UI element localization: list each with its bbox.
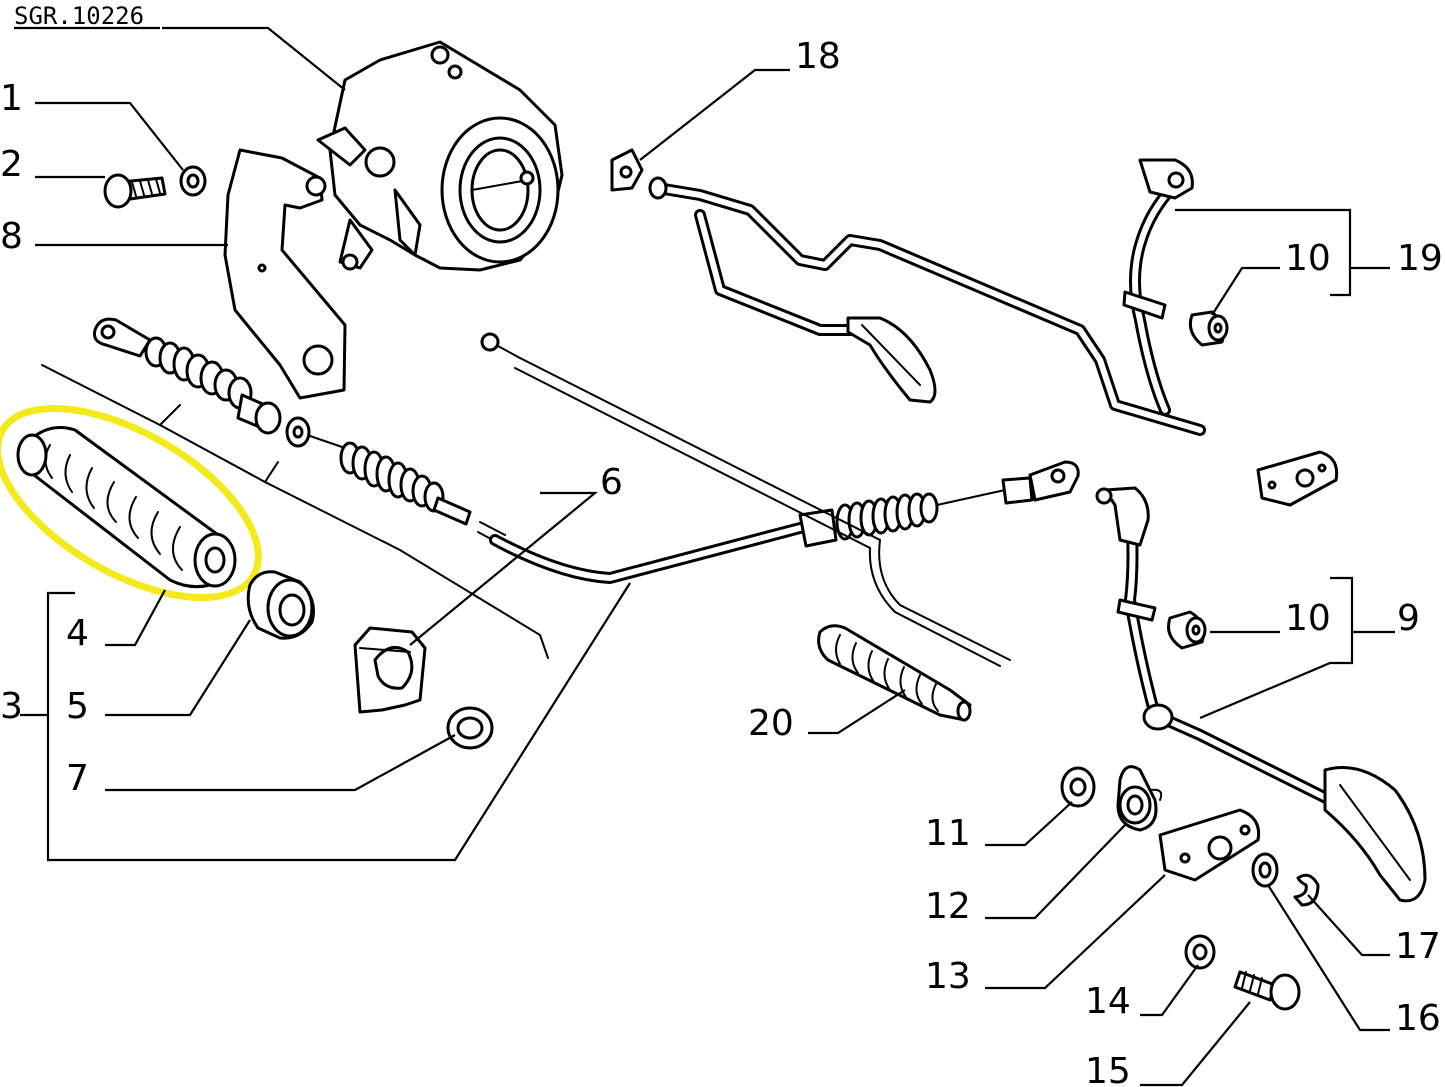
clip-part-6 <box>353 626 427 714</box>
washer-part-1 <box>179 165 207 197</box>
callout-18: 18 <box>795 36 841 77</box>
bush-part-10-lower <box>1167 610 1207 650</box>
leader-lines <box>20 26 1395 1087</box>
callout-4: 4 <box>66 613 89 654</box>
callout-14: 14 <box>1085 981 1131 1022</box>
screw-part-15 <box>1233 970 1301 1011</box>
callout-20: 20 <box>748 703 794 744</box>
callout-17: 17 <box>1395 926 1441 967</box>
bush-part-10-upper <box>1188 310 1229 347</box>
callout-19: 19 <box>1397 238 1443 279</box>
callout-10-upper: 10 <box>1285 238 1331 279</box>
callout-16: 16 <box>1395 998 1441 1039</box>
support-plate-part-13 <box>1158 808 1261 882</box>
grommet-part-5 <box>246 570 315 640</box>
throttle-body <box>316 40 564 272</box>
protective-boot-part-4 <box>16 426 237 589</box>
callout-1: 1 <box>0 78 23 119</box>
accelerator-rod-background <box>480 332 1011 667</box>
protective-boot-part-20 <box>817 624 972 722</box>
throttle-cable-assembly <box>93 317 1080 584</box>
callout-10-lower: 10 <box>1285 598 1331 639</box>
clip-part-17 <box>1293 873 1320 907</box>
pedal-support-plate-small <box>1256 450 1339 507</box>
bush-part-7 <box>446 706 494 750</box>
callout-2: 2 <box>0 144 23 185</box>
callout-3: 3 <box>0 686 23 727</box>
spring-part-12 <box>1116 765 1163 832</box>
highlight-ellipse <box>0 404 262 602</box>
clip-part-18 <box>610 148 644 192</box>
washer-part-16 <box>1251 852 1279 888</box>
screw-part-2 <box>103 173 167 209</box>
callout-9: 9 <box>1397 598 1420 639</box>
accelerator-pedal-lever-part-19 <box>648 158 1206 436</box>
washer-part-11 <box>1060 766 1096 808</box>
washer-part-14 <box>1184 934 1216 970</box>
throttle-cable-bracket <box>223 148 347 400</box>
callout-15: 15 <box>1085 1051 1131 1087</box>
callout-13: 13 <box>925 956 971 997</box>
callout-8: 8 <box>0 216 23 257</box>
accelerator-pedal-lever-part-9 <box>1095 486 1427 903</box>
callout-11: 11 <box>925 813 971 854</box>
callout-7: 7 <box>66 758 89 799</box>
drawing-code: SGR.10226 <box>14 2 144 30</box>
callout-numbers: 1 2 8 4 3 5 7 6 18 10 19 10 9 20 11 12 1… <box>0 36 1443 1087</box>
callout-12: 12 <box>925 886 971 927</box>
callout-6: 6 <box>600 462 623 503</box>
callout-5: 5 <box>66 686 89 727</box>
